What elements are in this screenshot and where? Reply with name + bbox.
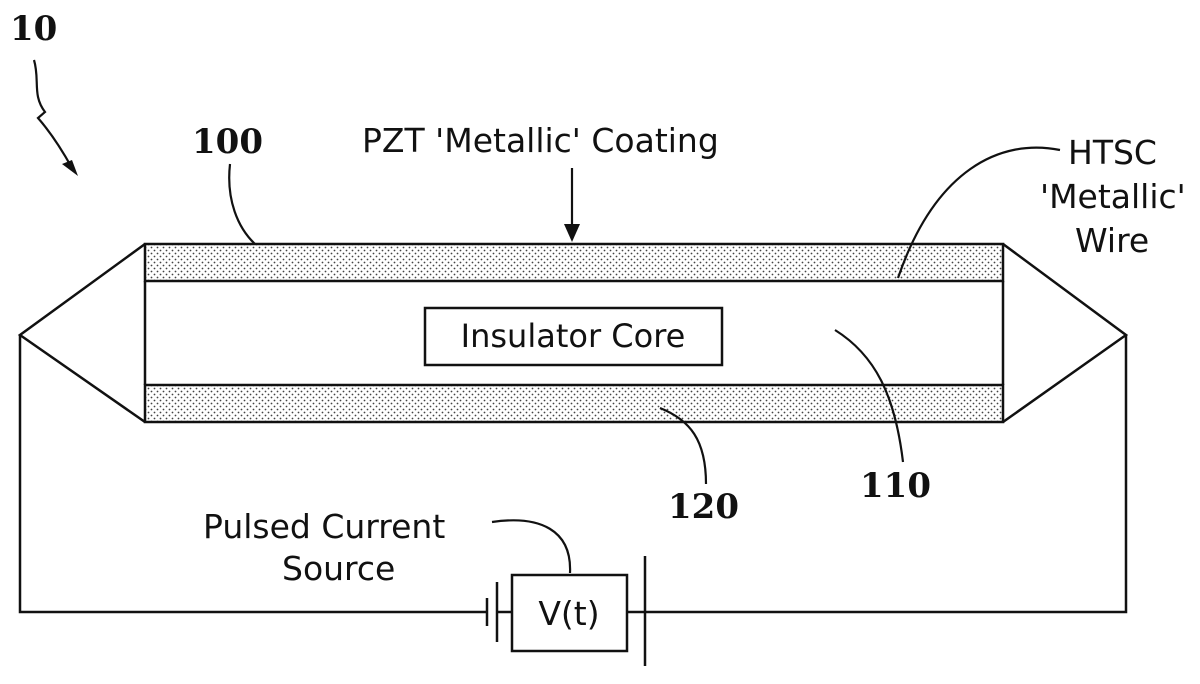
coating-label: PZT 'Metallic' Coating: [362, 121, 719, 160]
wire-label-line2: 'Metallic': [1040, 177, 1186, 216]
figure-number: 10: [10, 9, 57, 49]
voltage-source-box: [510, 573, 629, 653]
figure-arrowhead: [62, 160, 78, 176]
voltage-label: V(t): [538, 594, 599, 633]
figure-pointer-arrow: [32, 59, 73, 169]
ref-100-leader: [228, 163, 256, 245]
wire-label-line1: HTSC: [1068, 133, 1157, 172]
source-leader: [491, 519, 572, 574]
ref-110-label: 110: [860, 466, 931, 506]
right-taper: [1002, 242, 1129, 424]
coating-top-layer: [143, 242, 1005, 283]
wire-label-line3: Wire: [1075, 221, 1149, 260]
circuit-wire-left: [18, 335, 487, 614]
insulator-core-box: [423, 306, 724, 367]
insulator-core-label: Insulator Core: [461, 317, 686, 355]
circuit-wire-right: [645, 335, 1128, 614]
ref-120-leader: [659, 406, 708, 485]
ref-120-label: 120: [668, 487, 739, 527]
source-label-line1: Pulsed Current: [203, 507, 445, 546]
coating-bottom-layer: [143, 383, 1005, 424]
left-taper: [17, 242, 146, 424]
ref-110-leader: [834, 329, 905, 463]
coating-arrowhead: [564, 224, 580, 242]
source-label-line2: Source: [282, 549, 395, 588]
wire-leader: [896, 146, 1061, 279]
ref-100-label: 100: [192, 122, 263, 162]
